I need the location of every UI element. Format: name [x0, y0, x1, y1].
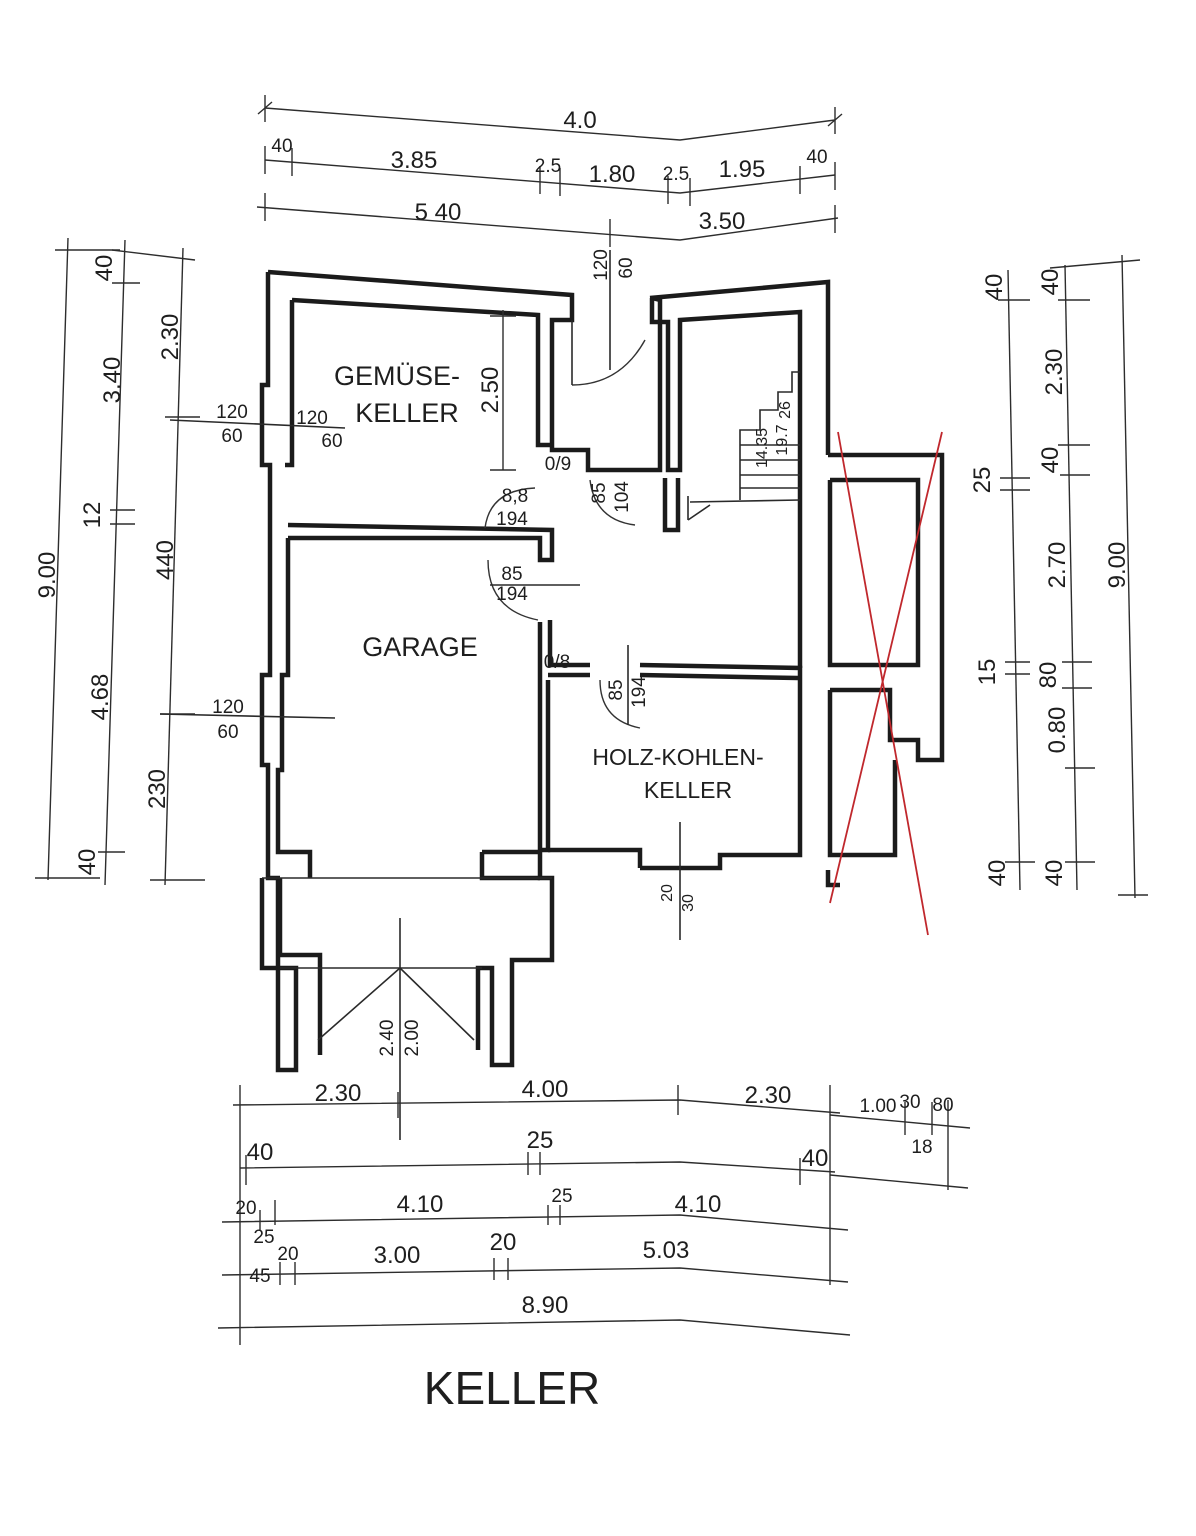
bottom-dim-4c: 3.00 — [374, 1242, 421, 1269]
sill-dim-b: 30 — [680, 894, 697, 912]
stair-dim-c: 26 — [777, 401, 794, 419]
right-dim-2b: 2.30 — [1041, 349, 1068, 396]
walls — [259, 269, 945, 1073]
top-dim-3b: 3.50 — [699, 208, 746, 235]
left-dim-2c: 12 — [79, 502, 106, 529]
right-dim-2e: 80 — [1035, 662, 1062, 689]
bottom-dim-3a: 20 — [235, 1198, 256, 1219]
gem-height-dim: 2.50 — [477, 367, 504, 414]
window-garage-a: 120 — [212, 697, 244, 718]
window-garage-b: 60 — [217, 722, 238, 743]
room-holz-line2: KELLER — [644, 777, 732, 803]
right-dim-2f: 0.80 — [1044, 707, 1071, 754]
window-gem-b: 60 — [321, 431, 342, 452]
door-hall-dim-a: 85 — [589, 482, 610, 503]
door-gem-dim-a: 8,8 — [502, 486, 528, 507]
bottom-dim-4d: 20 — [490, 1229, 517, 1256]
room-holz-line1: HOLZ-KOHLEN- — [592, 744, 763, 770]
room-gemuese-line1: GEMÜSE- — [334, 361, 460, 391]
bottom-extra-a: 1.00 — [860, 1096, 897, 1117]
bottom-dim-3e: 4.10 — [675, 1191, 722, 1218]
left-dim-2a: 40 — [91, 255, 118, 282]
room-gemuese-line2: KELLER — [355, 398, 459, 428]
top-dim-2b: 3.85 — [391, 147, 438, 174]
left-dimensions: 9.00 40 3.40 12 4.68 40 2.30 440 230 — [34, 237, 205, 886]
bottom-dim-1c: 2.30 — [745, 1082, 792, 1109]
window-left-a: 120 — [216, 402, 248, 423]
door-holz-dim-a: 85 — [606, 679, 627, 700]
crossed-out-marking — [829, 431, 943, 936]
sill-dim-a: 20 — [659, 884, 676, 902]
bottom-dim-2b: 25 — [527, 1127, 554, 1154]
bottom-dim-1a: 2.30 — [315, 1080, 362, 1107]
left-dim-3b: 440 — [152, 540, 179, 580]
top-dim-2a: 40 — [271, 136, 292, 157]
top-dim-2d: 1.80 — [589, 161, 636, 188]
bottom-dim-1b: 4.00 — [522, 1076, 569, 1103]
right-dim-total: 9.00 — [1104, 542, 1131, 589]
top-dim-2f: 1.95 — [719, 156, 766, 183]
top-dim-3a: 5 40 — [415, 199, 462, 226]
right-dim-2a: 40 — [1037, 269, 1064, 296]
door-gem-dim-b: 194 — [496, 509, 528, 530]
bottom-dim-4e: 5.03 — [643, 1237, 690, 1264]
bottom-dim-4a: 45 — [249, 1266, 270, 1287]
left-dim-3c: 230 — [144, 769, 171, 809]
door-top-dim-a: 120 — [591, 249, 612, 281]
right-dim-1b: 25 — [969, 467, 996, 494]
stair-dim-a: 14.35 — [754, 428, 771, 468]
bottom-dimensions: 2.30 4.00 2.30 1.00 30 80 18 40 25 40 20… — [217, 1076, 971, 1345]
bottom-dim-2c: 40 — [802, 1145, 829, 1172]
top-dim-2c: 2.5 — [535, 156, 561, 177]
right-dim-2d: 2.70 — [1044, 542, 1071, 589]
room-garage: GARAGE — [362, 632, 478, 662]
door-garage-dim-a: 85 — [501, 564, 522, 585]
bottom-dim-4b: 20 — [277, 1244, 298, 1265]
left-dim-2b: 3.40 — [99, 357, 126, 404]
window-gem-a: 120 — [296, 408, 328, 429]
gate-dim-a: 2.40 — [377, 1020, 398, 1057]
bottom-dim-2a: 40 — [247, 1139, 274, 1166]
top-dimensions: 4.0 40 3.85 2.5 1.80 2.5 1.95 40 5 40 3.… — [256, 95, 843, 247]
doors: 120 60 0/9 8,8 194 85 104 85 194 0/8 85 … — [317, 249, 697, 1140]
door-garage-dim-b: 194 — [496, 584, 528, 605]
left-dim-3a: 2.30 — [157, 314, 184, 361]
bottom-extra-b: 30 — [899, 1092, 920, 1113]
room-labels: GEMÜSE- KELLER GARAGE HOLZ-KOHLEN- KELLE… — [334, 361, 764, 803]
door-holz-label: 0/8 — [544, 652, 570, 673]
gate-dim-b: 2.00 — [402, 1020, 423, 1057]
left-dim-2d: 4.68 — [87, 674, 114, 721]
bottom-dim-total: 8.90 — [522, 1292, 569, 1319]
window-annotations: 120 60 120 60 120 60 2.50 — [159, 310, 516, 743]
right-dim-2c: 40 — [1037, 447, 1064, 474]
left-dim-total: 9.00 — [34, 552, 61, 599]
staircase: 14.35 19.7 26 — [687, 371, 801, 521]
right-dim-1a: 40 — [981, 274, 1008, 301]
drawing-title: KELLER — [424, 1362, 600, 1414]
right-dim-1d: 40 — [984, 860, 1011, 887]
top-dim-2e: 2.5 — [663, 164, 689, 185]
door-holz-dim-b: 194 — [629, 676, 650, 708]
right-dim-1c: 15 — [974, 659, 1001, 686]
bottom-dim-3c: 4.10 — [397, 1191, 444, 1218]
top-dim-total: 4.0 — [563, 107, 596, 134]
bottom-extra-d: 18 — [911, 1137, 932, 1158]
bottom-dim-3d: 25 — [551, 1186, 572, 1207]
window-left-b: 60 — [221, 426, 242, 447]
door-gem-label: 0/9 — [545, 454, 571, 475]
bottom-extra-c: 80 — [932, 1095, 953, 1116]
right-dimensions: 40 25 15 40 40 2.30 40 2.70 80 0.80 40 9… — [969, 254, 1148, 899]
door-top-dim-b: 60 — [616, 257, 637, 278]
left-dim-2e: 40 — [74, 849, 101, 876]
door-hall-dim-b: 104 — [612, 481, 633, 513]
right-dim-2g: 40 — [1041, 860, 1068, 887]
stair-dim-b: 19.7 — [774, 424, 791, 455]
top-dim-2g: 40 — [806, 147, 827, 168]
bottom-dim-3b: 25 — [253, 1227, 274, 1248]
